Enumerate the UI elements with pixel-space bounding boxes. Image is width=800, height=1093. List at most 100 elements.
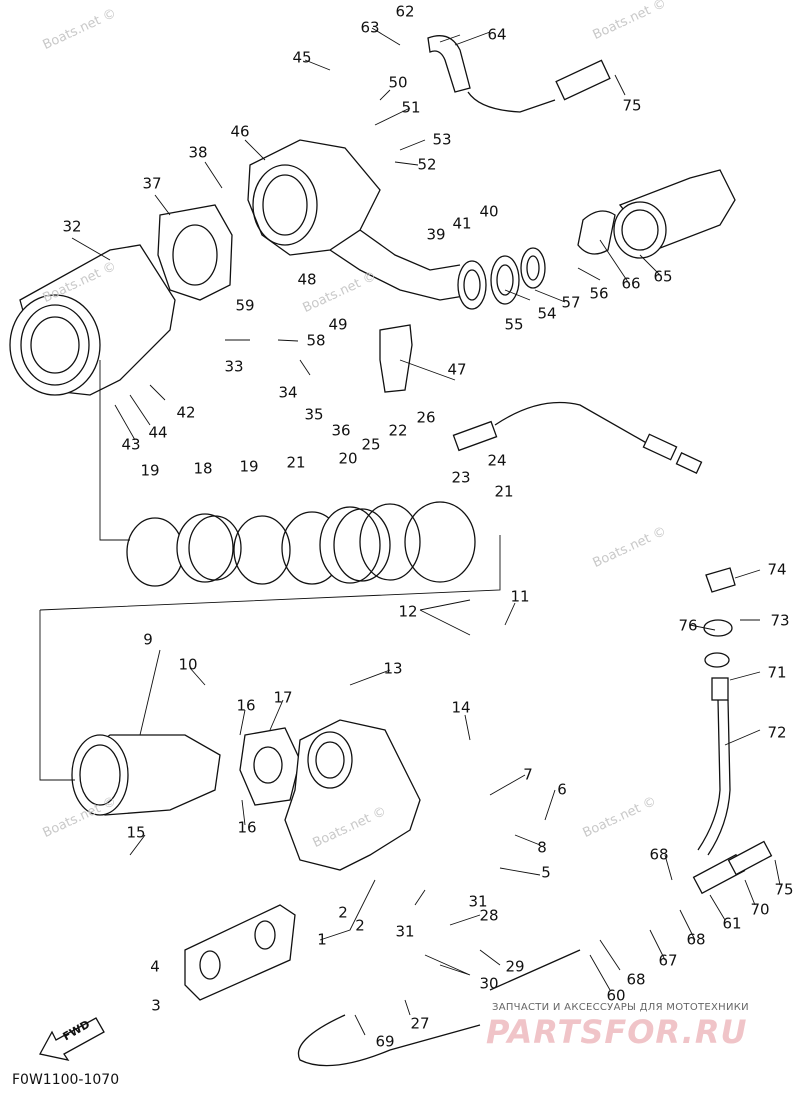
- cap-74: [703, 567, 736, 701]
- callout-47: 47: [447, 360, 467, 379]
- callout-14: 14: [451, 698, 471, 717]
- leader-lines: [39, 27, 781, 1036]
- callout-66: 66: [621, 274, 641, 293]
- callout-21b: 21: [494, 482, 514, 501]
- callout-18: 18: [193, 459, 213, 478]
- callout-19b: 19: [239, 457, 259, 476]
- callout-29: 29: [505, 957, 525, 976]
- callout-51: 51: [401, 98, 421, 117]
- callout-76: 76: [678, 616, 698, 635]
- callout-5: 5: [541, 863, 551, 882]
- gasket-17: [239, 727, 301, 806]
- callout-1: 1: [317, 930, 327, 949]
- callout-68c: 68: [626, 970, 646, 989]
- callout-42: 42: [176, 403, 196, 422]
- hose-60: [297, 949, 581, 1067]
- callout-64: 64: [487, 25, 507, 44]
- hose-64: [427, 35, 611, 113]
- hose-70: [692, 840, 773, 895]
- callout-6: 6: [557, 780, 567, 799]
- callout-53: 53: [432, 130, 452, 149]
- callout-72: 72: [767, 723, 787, 742]
- callout-17: 17: [273, 688, 293, 707]
- diagram-code: F0W1100-1070: [12, 1072, 120, 1088]
- callout-74: 74: [767, 560, 787, 579]
- callout-43: 43: [121, 435, 141, 454]
- callout-21a: 21: [286, 453, 306, 472]
- callout-67: 67: [658, 951, 678, 970]
- callout-60: 60: [606, 986, 626, 1005]
- bracket-47: [379, 324, 413, 393]
- callout-59: 59: [235, 296, 255, 315]
- callout-27: 27: [410, 1014, 430, 1033]
- callout-28: 28: [479, 906, 499, 925]
- callout-3: 3: [151, 996, 161, 1015]
- callout-41: 41: [452, 214, 472, 233]
- callout-19a: 19: [140, 461, 160, 480]
- callout-2a: 2: [338, 903, 348, 922]
- callout-65: 65: [653, 267, 673, 286]
- callout-23: 23: [451, 468, 471, 487]
- exhaust-chamber-46: [247, 139, 487, 310]
- gasket-55: [490, 255, 520, 305]
- muffler-sleeve-65: [613, 169, 736, 259]
- callout-61: 61: [722, 914, 742, 933]
- callout-38: 38: [188, 143, 208, 162]
- callout-31b: 31: [395, 922, 415, 941]
- callout-7: 7: [523, 765, 533, 784]
- callout-56: 56: [589, 284, 609, 303]
- callout-68a: 68: [649, 845, 669, 864]
- callout-73: 73: [770, 611, 790, 630]
- callout-31a: 31: [468, 892, 488, 911]
- band-66: [577, 210, 616, 255]
- chamber-32: [9, 244, 176, 396]
- exhaust-pipe-9: [71, 734, 221, 816]
- brand-logo: PARTSFOR.RU: [486, 1013, 748, 1051]
- gasket-37: [157, 204, 233, 301]
- callout-10: 10: [178, 655, 198, 674]
- manifold-body: [284, 719, 421, 871]
- callout-48: 48: [297, 270, 317, 289]
- callout-45: 45: [292, 48, 312, 67]
- forward-direction-arrow-icon: [39, 1017, 105, 1061]
- callout-15: 15: [126, 823, 146, 842]
- callout-63: 63: [360, 18, 380, 37]
- callout-11: 11: [510, 587, 530, 606]
- callout-25: 25: [361, 435, 381, 454]
- callout-39: 39: [426, 225, 446, 244]
- callout-24: 24: [487, 451, 507, 470]
- callout-37: 37: [142, 174, 162, 193]
- callout-52: 52: [417, 155, 437, 174]
- callout-75a: 75: [622, 96, 642, 115]
- callout-8: 8: [537, 838, 547, 857]
- callout-13: 13: [383, 659, 403, 678]
- callout-32: 32: [62, 217, 82, 236]
- joint-row: [126, 501, 476, 587]
- callout-30: 30: [479, 974, 499, 993]
- callout-4: 4: [150, 957, 160, 976]
- callout-20: 20: [338, 449, 358, 468]
- callout-62: 62: [395, 2, 415, 21]
- brand-caption: ЗАПЧАСТИ И АКСЕССУАРЫ ДЛЯ МОТОТЕХНИКИ: [492, 1002, 749, 1013]
- callout-75b: 75: [774, 880, 794, 899]
- callout-46: 46: [230, 122, 250, 141]
- callout-55: 55: [504, 315, 524, 334]
- callout-50: 50: [388, 73, 408, 92]
- callout-69: 69: [375, 1032, 395, 1051]
- callout-49: 49: [328, 315, 348, 334]
- callout-16b: 16: [237, 818, 257, 837]
- callout-44: 44: [148, 423, 168, 442]
- callout-34: 34: [278, 383, 298, 402]
- gasket-54: [520, 247, 546, 289]
- callout-54: 54: [537, 304, 557, 323]
- callout-22: 22: [388, 421, 408, 440]
- callout-16a: 16: [236, 696, 256, 715]
- callout-33: 33: [224, 357, 244, 376]
- callout-36: 36: [331, 421, 351, 440]
- gasket-3: [184, 904, 296, 1001]
- callout-9: 9: [143, 630, 153, 649]
- hose-24: [452, 401, 703, 474]
- callout-26: 26: [416, 408, 436, 427]
